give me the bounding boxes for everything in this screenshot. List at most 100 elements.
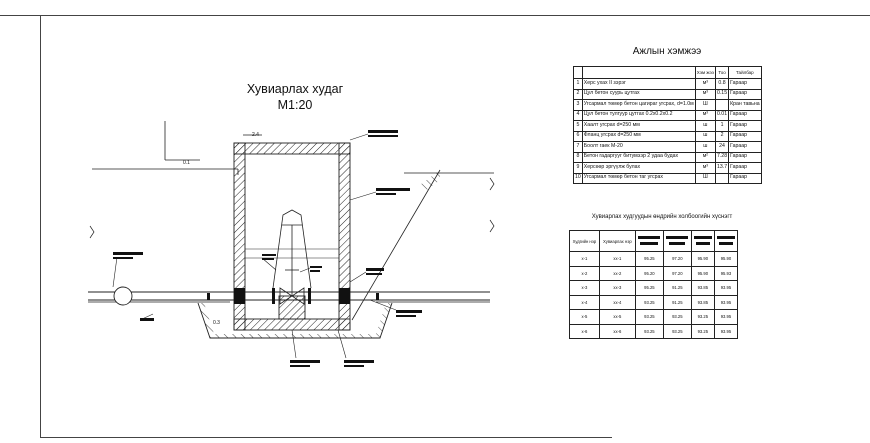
- elevations-cell: 91.25: [662, 294, 692, 310]
- drawing-scale: М1:20: [277, 98, 313, 112]
- materials-cell-name: Боолт гаек М-20: [581, 141, 696, 153]
- materials-header-qty: Тоо: [714, 66, 730, 79]
- materials-cell-remark: Гараар: [728, 172, 762, 184]
- elevations-cell: х-2: [569, 265, 600, 281]
- sheet-bottom-border: [40, 437, 612, 438]
- elevations-header-redacted-1: [634, 230, 664, 252]
- materials-cell-remark: Гараар: [728, 78, 762, 90]
- materials-title: Ажлын хэмжээ: [632, 46, 702, 57]
- elevations-cell: 93.95: [713, 280, 739, 296]
- elevations-cell: 95.25: [634, 280, 664, 296]
- materials-cell-qty: 24: [714, 141, 730, 153]
- elevations-cell: хх-4: [598, 294, 636, 310]
- elevations-cell: х-1: [569, 251, 600, 267]
- elevations-cell: хх-3: [598, 280, 636, 296]
- slope-line: [351, 169, 441, 321]
- materials-cell-name: Угсармал төмөр бетон таг угсрах: [581, 172, 696, 184]
- well-base: [233, 318, 351, 331]
- elevations-header-redacted-2: [662, 230, 692, 252]
- materials-cell-remark: Кран тавьна: [728, 99, 762, 111]
- materials-cell-unit: Ш: [694, 172, 716, 184]
- materials-cell-n: 3: [573, 99, 583, 111]
- break-marks: [89, 177, 495, 239]
- materials-cell-name: Бетон гадаргууг битумээр 2 удаа будах: [581, 151, 696, 163]
- redacted-labels: [113, 130, 422, 367]
- elevations-cell: хх-5: [598, 309, 636, 325]
- elevations-cell: 95.90: [690, 251, 715, 267]
- materials-cell-qty: [714, 172, 730, 184]
- materials-cell-unit: ш: [694, 120, 716, 132]
- materials-cell-n: 10: [573, 172, 583, 184]
- materials-cell-qty: 0.01: [714, 109, 730, 121]
- materials-cell-n: 5: [573, 120, 583, 132]
- elevations-cell: 93.25: [662, 323, 692, 339]
- elevations-cell: 93.25: [690, 323, 715, 339]
- materials-header-row: Хэм жээ Тоо Тайлбар: [573, 66, 762, 79]
- materials-cell-remark: Гараар: [728, 120, 762, 132]
- materials-cell-unit: ш: [694, 130, 716, 142]
- materials-cell-name: Цул бетон суурь цутгах: [581, 88, 696, 100]
- materials-header-n: [573, 66, 583, 79]
- flange-right: [308, 288, 311, 304]
- materials-cell-n: 7: [573, 141, 583, 153]
- materials-cell-qty: 7.28: [714, 151, 730, 163]
- wall-seal-left: [234, 288, 245, 304]
- elevations-cell: хх-1: [598, 251, 636, 267]
- materials-header-unit: Хэм жээ: [694, 66, 716, 79]
- materials-cell-qty: 0.8: [714, 78, 730, 90]
- materials-cell-n: 9: [573, 162, 583, 174]
- slope-hatch: [420, 170, 440, 192]
- elevations-cell: 93.85: [690, 294, 715, 310]
- materials-cell-name: Угсармал төмөр бетон цагираг угсрах, d=1…: [581, 99, 696, 111]
- materials-cell-remark: Гараар: [728, 151, 762, 163]
- materials-cell-n: 6: [573, 130, 583, 142]
- elevations-cell: 95.25: [634, 251, 664, 267]
- materials-cell-remark: Гараар: [728, 162, 762, 174]
- materials-cell-n: 2: [573, 88, 583, 100]
- support-block: [278, 295, 306, 320]
- materials-cell-n: 1: [573, 78, 583, 90]
- trench: [197, 302, 393, 339]
- materials-cell-remark: Гараар: [728, 141, 762, 153]
- flange-outer-right: [376, 293, 379, 300]
- elevations-cell: 93.85: [690, 280, 715, 296]
- flange-left: [272, 288, 275, 304]
- materials-cell-unit: м³: [694, 78, 716, 90]
- wall-seal-right: [339, 288, 350, 304]
- elevations-cell: 93.25: [634, 309, 664, 325]
- elevations-cell: хх-2: [598, 265, 636, 281]
- elevations-cell: 95.90: [713, 251, 739, 267]
- ground-lines: [88, 121, 494, 303]
- elevations-cell: 97.20: [662, 265, 692, 281]
- dim-bottom: 0.3: [213, 320, 220, 326]
- dim-top: 2.4: [252, 132, 259, 138]
- materials-cell-qty: 1: [714, 120, 730, 132]
- elevations-title: Хувиарлах худгуудын өндрийн холбоогийн х…: [591, 214, 733, 220]
- materials-cell-remark: Гараар: [728, 130, 762, 142]
- pipe: [88, 286, 490, 306]
- materials-cell-unit: м³: [694, 88, 716, 100]
- elevations-cell: 93.25: [634, 323, 664, 339]
- materials-cell-n: 8: [573, 151, 583, 163]
- flange-outer-left: [207, 293, 210, 300]
- elevations-cell: 93.25: [634, 294, 664, 310]
- materials-header-name: [581, 66, 696, 79]
- elevations-cell: х-3: [569, 280, 600, 296]
- materials-cell-unit: м³: [694, 162, 716, 174]
- elevations-cell: 95.90: [690, 265, 715, 281]
